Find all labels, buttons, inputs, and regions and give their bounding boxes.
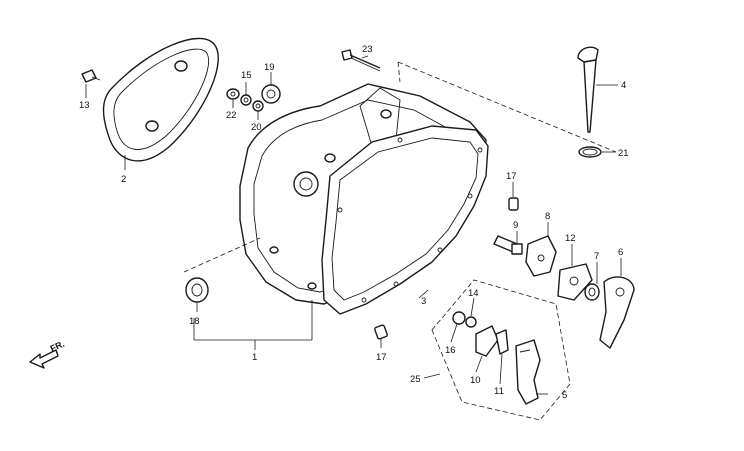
label-part-7: 7 — [594, 251, 599, 262]
dash-guide-3 — [183, 237, 261, 273]
label-part-15: 15 — [241, 70, 252, 81]
leader-lines — [85, 55, 622, 395]
label-part-16: 16 — [445, 345, 456, 356]
label-part-17-bottom: 17 — [376, 352, 387, 363]
part-22-nut — [226, 88, 240, 100]
label-part-23: 23 — [362, 44, 373, 55]
part-17-dowel-pin-bottom — [374, 324, 388, 340]
label-part-14: 14 — [468, 288, 479, 299]
front-direction-arrow: FR. — [29, 339, 66, 369]
dash-guide-1 — [397, 61, 617, 153]
part-6-arm — [599, 276, 635, 349]
part-16-washer — [452, 311, 466, 325]
label-part-17-top: 17 — [506, 171, 517, 182]
label-part-6: 6 — [618, 247, 623, 258]
label-part-4: 4 — [621, 80, 626, 91]
label-part-21: 21 — [618, 148, 629, 159]
label-part-20: 20 — [251, 122, 262, 133]
part-13-bolt — [81, 69, 101, 83]
label-part-3: 3 — [421, 296, 426, 307]
label-part-2: 2 — [121, 174, 126, 185]
part-23-long-bolt — [341, 49, 381, 72]
part-18-bearing — [185, 277, 209, 303]
label-part-1: 1 — [252, 352, 257, 363]
part-3-gasket — [321, 125, 489, 315]
dash-guide-2 — [397, 61, 401, 83]
part-4-dipstick — [577, 46, 599, 133]
label-part-25: 25 — [410, 374, 421, 385]
label-part-8: 8 — [545, 211, 550, 222]
part-8-bracket — [525, 235, 557, 277]
label-part-5: 5 — [562, 390, 567, 401]
label-part-10: 10 — [470, 375, 481, 386]
front-direction-label: FR. — [49, 339, 66, 354]
part-21-o-ring — [578, 146, 602, 158]
part-10-lever — [475, 325, 499, 357]
part-5-shaft — [515, 339, 541, 405]
part-2-outer-cover — [102, 37, 219, 162]
label-part-19: 19 — [264, 62, 275, 73]
part-7-seal — [584, 283, 600, 301]
assembly-25-outline — [431, 279, 571, 421]
part-14-washer — [465, 316, 477, 328]
part-19-bearing — [261, 84, 281, 104]
part-11-spring — [495, 329, 509, 355]
part-9-stud — [493, 235, 523, 255]
label-part-18: 18 — [189, 316, 200, 327]
part-20-washer — [252, 100, 264, 112]
label-part-11: 11 — [494, 386, 504, 397]
label-part-9: 9 — [513, 220, 518, 231]
part-15-washer — [240, 94, 252, 106]
part-12-holder — [557, 263, 593, 301]
label-part-13: 13 — [79, 100, 90, 111]
label-part-22: 22 — [226, 110, 237, 121]
part-17-dowel-pin-top — [508, 197, 519, 211]
label-part-12: 12 — [565, 233, 576, 244]
